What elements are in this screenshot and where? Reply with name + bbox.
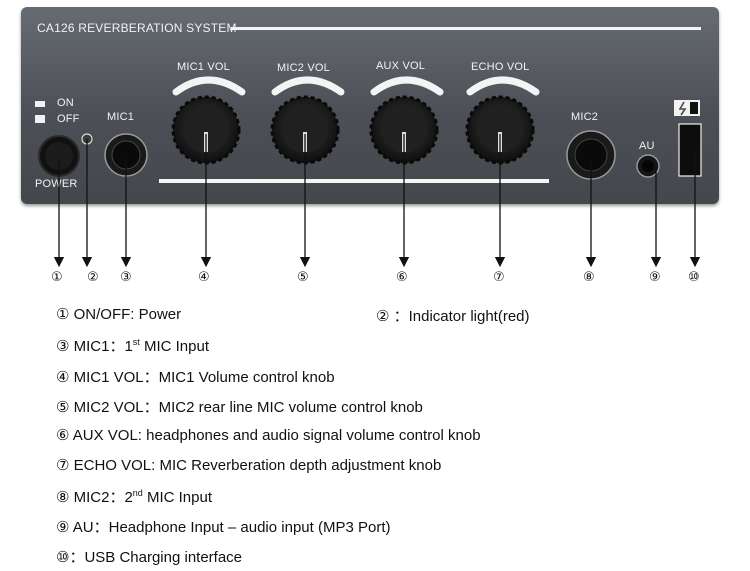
callout-3: ③ <box>120 270 132 285</box>
callout-6: ⑥ <box>396 270 408 285</box>
callout-9: ⑨ <box>649 270 661 285</box>
callout-5: ⑤ <box>297 270 309 285</box>
power-button[interactable] <box>38 135 80 177</box>
legend-item-8-sup: nd <box>132 488 143 498</box>
mic2-jack[interactable] <box>566 130 616 180</box>
power-label: POWER <box>35 178 78 190</box>
echo-vol-knob[interactable] <box>465 76 540 165</box>
legend-item-3-pre: ③ MIC1：1 <box>56 338 133 355</box>
connector-arrows <box>53 134 701 268</box>
callout-4: ④ <box>198 270 210 285</box>
au-jack[interactable] <box>636 154 660 178</box>
legend-item-2: ② ：Indicator light(red) <box>376 308 530 325</box>
mic2-label: MIC2 <box>571 111 599 123</box>
legend-item-8-post: MIC Input <box>142 489 213 506</box>
aux-vol-label: AUX VOL <box>376 60 426 72</box>
legend-item-5: ⑤ MIC2 VOL：MIC2 rear line MIC volume con… <box>56 399 423 416</box>
legend-item-7: ⑦ ECHO VOL: MIC Reverberation depth adju… <box>56 457 442 474</box>
mic2-vol-knob[interactable] <box>270 76 345 165</box>
legend-item-1: ① ON/OFF: Power <box>56 306 182 323</box>
echo-vol-label: ECHO VOL <box>471 61 530 73</box>
on-indicator-mark <box>35 101 45 107</box>
mic1-vol-label: MIC1 VOL <box>177 61 230 73</box>
legend-item-3-sup: st <box>132 337 140 347</box>
off-indicator-mark <box>35 115 45 123</box>
mic1-vol-knob[interactable] <box>171 76 246 165</box>
aux-vol-knob[interactable] <box>369 76 444 165</box>
callout-1: ① <box>51 270 63 285</box>
callout-7: ⑦ <box>493 270 505 285</box>
mic1-jack[interactable] <box>104 133 148 177</box>
callout-2: ② <box>87 270 99 285</box>
callout-8: ⑧ <box>583 270 595 285</box>
top-stripe <box>231 27 701 30</box>
legend-item-8: ⑧ MIC2：2nd MIC Input <box>56 486 212 507</box>
legend-item-4: ④ MIC1 VOL：MIC1 Volume control knob <box>56 369 335 386</box>
legend-item-9: ⑨ AU：Headphone Input – audio input (MP3 … <box>56 519 391 536</box>
au-label: AU <box>639 140 655 152</box>
callout-10: ⑩ <box>688 270 700 285</box>
legend-item-8-pre: ⑧ MIC2：2 <box>56 489 133 506</box>
mic2-vol-label: MIC2 VOL <box>277 62 330 74</box>
legend-item-6: ⑥ AUX VOL: headphones and audio signal v… <box>56 427 481 444</box>
mic1-label: MIC1 <box>107 111 135 123</box>
legend-item-10: ⑩：USB Charging interface <box>56 549 243 566</box>
legend-item-3: ③ MIC1：1st MIC Input <box>56 335 209 356</box>
off-label: OFF <box>57 113 80 125</box>
usb-charging-icon <box>674 100 700 116</box>
brand-label: CA126 REVERBERATION SYSTEM <box>37 21 237 35</box>
legend-item-3-post: MIC Input <box>139 338 210 355</box>
bottom-stripe <box>159 179 549 183</box>
on-label: ON <box>57 97 74 109</box>
usb-port[interactable] <box>678 123 702 177</box>
